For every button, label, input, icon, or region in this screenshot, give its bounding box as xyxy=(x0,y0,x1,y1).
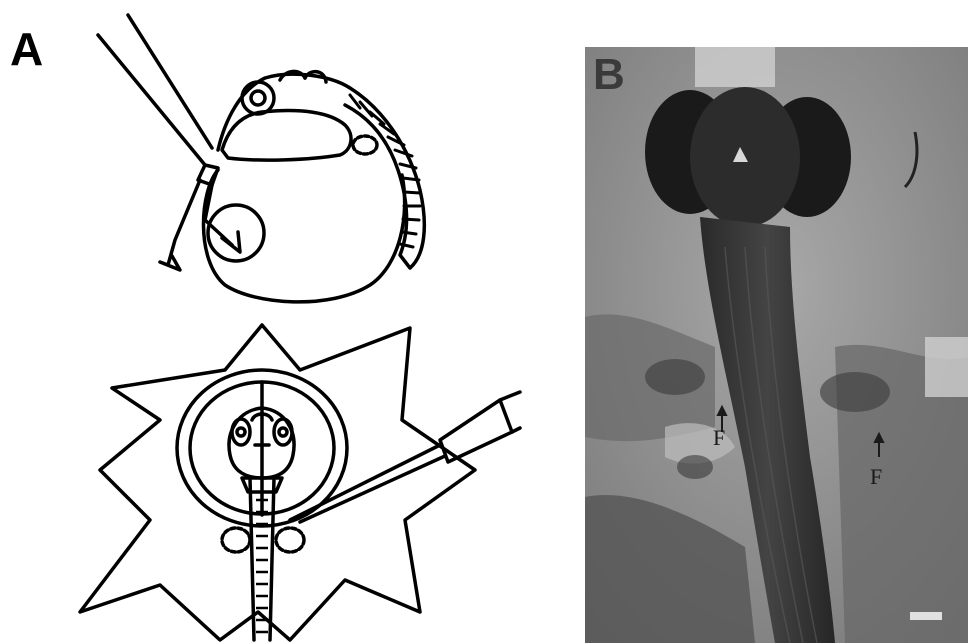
scale-bar xyxy=(910,612,942,620)
panel-b-label: B xyxy=(593,53,625,97)
panel-b-micrograph: B F F xyxy=(585,47,968,643)
right-otic-dashed xyxy=(276,528,304,552)
panel-a-drawing: A xyxy=(0,0,560,643)
micrograph-image xyxy=(585,47,968,643)
yolk-sac-outline xyxy=(203,170,404,302)
right-f-label: F xyxy=(870,464,882,490)
panel-a-illustration xyxy=(0,0,560,643)
panel-a-label: A xyxy=(10,26,43,72)
micropipette-icon xyxy=(290,392,520,522)
left-f-label: F xyxy=(713,425,725,451)
left-otic-dashed xyxy=(222,528,250,552)
embryo-body-outline xyxy=(218,71,424,268)
